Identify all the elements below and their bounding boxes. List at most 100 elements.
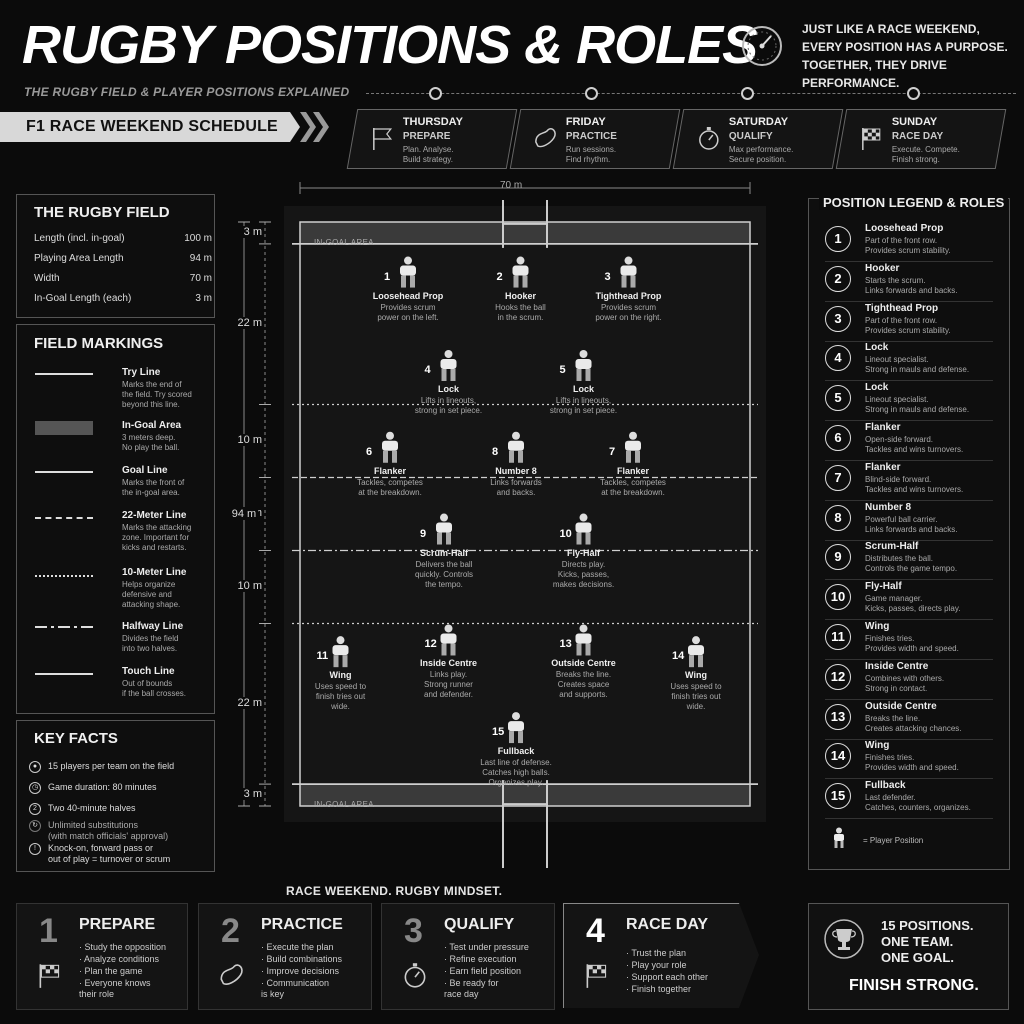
zone-length-label: 22 m (234, 696, 262, 709)
flag-icon (373, 128, 393, 150)
in-goal-area-sample (35, 421, 93, 435)
bottom-caption: RACE WEEKEND. RUGBY MINDSET. (286, 884, 503, 898)
player-position-desc: Lifts in lineouts, (420, 396, 477, 405)
player-position-desc: Uses speed to (314, 682, 367, 692)
key-fact-item: ◷Game duration: 80 minutes (29, 782, 157, 794)
legend-position-name: Hooker (865, 262, 900, 274)
legend-position-name: Number 8 (865, 501, 912, 513)
player-position-desc: wide. (331, 702, 350, 712)
player-position-desc: power on the left. (377, 312, 439, 322)
player-position-desc: in the scrum. (497, 312, 544, 322)
player-position-name: Lock (572, 384, 594, 394)
player-position-name: Wing (685, 670, 707, 681)
player-position-desc: finish tries out (671, 692, 721, 702)
legend-number: 2 (825, 265, 851, 292)
player-position-desc: and backs. (496, 487, 536, 497)
player-number: 13 (559, 638, 572, 651)
legend-item: 11 Wing Finishes tries.Provides width an… (825, 619, 993, 660)
player-position-desc: quickly. Controls (414, 569, 474, 579)
clock-icon: ◷ (29, 782, 41, 794)
legend-position-desc: Part of the front row.Provides scrum sta… (865, 315, 951, 335)
player-number: 5 (559, 364, 566, 376)
in-goal-label-bottom: IN-GOAL AREA (314, 800, 374, 810)
legend-item: 3 Tighthead Prop Part of the front row.P… (825, 301, 993, 342)
schedule-card-thursday: THURSDAY PREPARE Plan. Analyse.Build str… (346, 109, 518, 169)
legend-item: 1 Loosehead Prop Part of the front row.P… (825, 221, 993, 262)
in-goal-label-top: IN-GOAL AREA (314, 238, 374, 247)
track-icon (535, 127, 556, 148)
legend-item: 14 Wing Finishes tries.Provides width an… (825, 738, 993, 780)
touch-line-sample (35, 673, 93, 675)
22m-line-sample (35, 517, 93, 519)
legend-number: 12 (825, 663, 851, 690)
player-position-desc: Organizes play. (488, 778, 544, 788)
try-line-sample (35, 373, 93, 375)
player-position-name: Wing (329, 670, 352, 681)
goal-line-sample (35, 471, 93, 473)
legend-position-desc: Finishes tries.Provides width and speed. (865, 634, 959, 653)
legend-number: 7 (825, 464, 851, 491)
player-position-desc: strong in set piece. (549, 406, 618, 415)
player-position-name: Fullback (497, 746, 535, 757)
checkered-flag-icon (862, 128, 881, 150)
zone-length-label: 10 m (234, 580, 262, 592)
legend-position-name: Flanker (865, 461, 901, 473)
legend-position-name: Inside Centre (865, 660, 929, 672)
player-position-desc: the tempo. (425, 579, 463, 589)
player-position-name: Inside Centre (419, 658, 477, 669)
legend-item: 13 Outside Centre Breaks the line.Create… (825, 699, 993, 740)
player-position-name: Lock (437, 384, 459, 394)
timeline-dot (429, 87, 442, 100)
track-icon (220, 964, 243, 985)
field-markings-panel: FIELD MARKINGS Try Line Marks the end of… (16, 324, 215, 714)
player-number: 9 (420, 527, 427, 540)
rule-icon: ! (29, 843, 41, 855)
legend-position-desc: Last defender.Catches, counters, organiz… (865, 793, 971, 813)
legend-position-desc: Starts the scrum.Links forwards and back… (865, 275, 958, 295)
player-number: 12 (424, 638, 437, 651)
chevron-right-icon (300, 112, 316, 142)
legend-number: 9 (825, 544, 851, 571)
legend-position-name: Loosehead Prop (865, 223, 944, 234)
legend-position-desc: Distributes the ball.Controls the game t… (865, 554, 958, 574)
player-number: 15 (492, 726, 505, 739)
player-position-desc: Strong runner (424, 680, 473, 690)
player-number: 4 (424, 364, 431, 376)
key-fact-item: ●15 players per team on the field (29, 761, 174, 773)
player-position-desc: Creates space (557, 680, 610, 690)
player-position-name: Fly-Half (566, 547, 600, 558)
step-card-practice: 2 PRACTICE · Execute the plan · Build co… (198, 903, 372, 1010)
player-position-desc: Provides scrum (600, 302, 657, 312)
timeline-dot (741, 87, 754, 100)
zone-length-label: 3 m (234, 788, 262, 801)
legend-position-name: Tighthead Prop (865, 302, 939, 314)
field-spec-row: In-Goal Length (each)3 m (34, 293, 212, 304)
timeline-dot (585, 87, 598, 100)
legend-position-name: Lock (865, 342, 889, 354)
step-card-race-day: 4 RACE DAY · Trust the plan · Play your … (563, 903, 759, 1008)
player-position-desc: Tackles, competes (600, 477, 666, 487)
legend-item: 4 Lock Lineout specialist.Strong in maul… (825, 340, 993, 382)
page-subtitle: THE RUGBY FIELD & PLAYER POSITIONS EXPLA… (24, 85, 350, 99)
legend-item: 10 Fly-Half Game manager.Kicks, passes, … (825, 579, 993, 621)
legend-position-name: Wing (865, 621, 890, 632)
player-position-desc: Links forwards (490, 477, 542, 487)
step-card-prepare: 1 PREPARE · Study the opposition · Analy… (16, 903, 188, 1010)
player-position-desc: Catches high balls. (482, 768, 550, 778)
legend-position-desc: Breaks the line.Creates attacking chance… (865, 713, 962, 733)
player-number: 8 (492, 445, 499, 458)
legend-number: 4 (825, 345, 851, 372)
position-legend-panel: POSITION LEGEND & ROLES 1 Loosehead Prop… (808, 195, 1010, 870)
player-number: 11 (316, 650, 329, 663)
player-position-desc: Directs play. (561, 559, 606, 569)
field-spec-row: Length (incl. in-goal)100 m (34, 233, 212, 244)
legend-item: 6 Flanker Open-side forward.Tackles and … (825, 420, 993, 461)
legend-item: 15 Fullback Last defender.Catches, count… (825, 778, 993, 820)
player-position-name: Loosehead Prop (372, 290, 444, 301)
legend-position-name: Fullback (865, 780, 906, 792)
legend-position-desc: Lineout specialist.Strong in mauls and d… (865, 355, 970, 375)
player-position-desc: Hooks the ball (495, 302, 546, 312)
player-number: 3 (604, 270, 611, 283)
